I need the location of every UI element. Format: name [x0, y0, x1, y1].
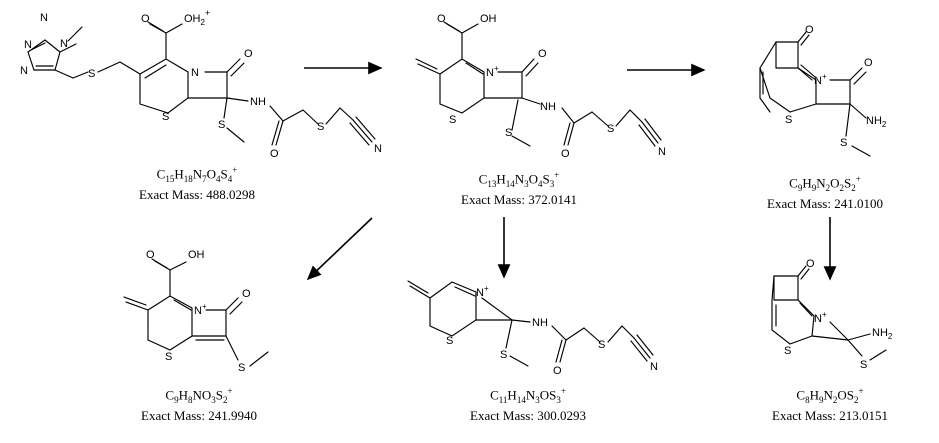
atom-O: O: [864, 57, 873, 69]
atom-N: N: [191, 67, 199, 79]
exact-mass-frag-241a: Exact Mass: 241.0100: [767, 195, 883, 211]
exact-mass-frag-300: Exact Mass: 300.0293: [470, 407, 586, 423]
atom-O: O: [242, 288, 251, 300]
atom-OH: OH: [480, 13, 497, 25]
atom-S: S: [162, 111, 169, 123]
structure-frag-300: N+ NH S S O S N: [407, 280, 658, 377]
atom-S: S: [218, 119, 225, 131]
atom-O: O: [244, 48, 253, 60]
atom-S: S: [598, 339, 605, 351]
exact-mass-frag-242: Exact Mass: 241.9940: [141, 407, 257, 423]
structure-frag-372: O OH N+ O NH S S O S N: [415, 13, 666, 160]
formula-frag-241a: C9H9N2O2S2+: [789, 174, 861, 193]
arrow-parent-to-242: [306, 217, 373, 281]
atom-N-plus: N+: [486, 64, 499, 79]
exact-mass-frag-213: Exact Mass: 213.0151: [772, 407, 888, 423]
atom-O: O: [553, 365, 562, 377]
atom-NH2: NH2: [866, 115, 887, 129]
atom-NH2: NH2: [872, 327, 893, 341]
atom-S: S: [449, 114, 456, 126]
atom-S: S: [317, 121, 324, 133]
atom-O: O: [805, 24, 814, 36]
atom-O: O: [270, 148, 279, 160]
atom-N-plus: N+: [814, 310, 827, 325]
exact-mass-frag-372: Exact Mass: 372.0141: [461, 191, 577, 207]
atom-N: N: [650, 361, 658, 373]
caption-parent: C15H18N7O4S4+ Exact Mass: 488.0298: [117, 163, 277, 202]
caption-frag-372: C13H14N3O4S3+ Exact Mass: 372.0141: [439, 168, 599, 207]
caption-frag-241a: C9H9N2O2S2+ Exact Mass: 241.0100: [745, 172, 905, 211]
atom-OH: OH: [188, 249, 205, 261]
atom-N: N: [658, 146, 666, 158]
atom-S: S: [860, 359, 867, 371]
atom-S: S: [607, 123, 614, 135]
formula-parent: C15H18N7O4S4+: [156, 165, 238, 184]
atom-N-plus: N+: [476, 284, 489, 299]
atom-O: O: [806, 258, 815, 270]
atom-N: N: [40, 12, 48, 24]
atom-OH2-plus: OH2+: [184, 8, 210, 27]
atom-O: O: [561, 148, 570, 160]
caption-frag-300: C11H14N3OS3+ Exact Mass: 300.0293: [448, 384, 608, 423]
atom-S: S: [500, 349, 507, 361]
atom-O: O: [437, 13, 446, 25]
atom-N: N: [24, 39, 32, 51]
atom-O: O: [141, 13, 150, 25]
atom-NH: NH: [250, 96, 266, 108]
atom-S: S: [840, 137, 847, 149]
atom-N: N: [374, 143, 382, 155]
atom-S: S: [785, 114, 792, 126]
formula-frag-300: C11H14N3OS3+: [490, 386, 566, 405]
atom-N: N: [20, 65, 28, 77]
atom-NH: NH: [540, 101, 556, 113]
atom-N-plus: N+: [194, 302, 207, 317]
atom-S: S: [784, 345, 791, 357]
formula-frag-242: C9H8NO3S2+: [165, 386, 233, 405]
atom-O: O: [538, 48, 547, 60]
atom-S: S: [165, 351, 172, 363]
atom-N-plus: N+: [814, 72, 827, 87]
atom-N: N: [60, 38, 68, 50]
atom-S: S: [88, 68, 95, 80]
formula-frag-372: C13H14N3O4S3+: [478, 170, 560, 189]
structure-frag-213: O N+ NH2 S S: [771, 258, 893, 371]
caption-frag-242: C9H8NO3S2+ Exact Mass: 241.9940: [119, 384, 279, 423]
atom-O: O: [146, 249, 155, 261]
formula-frag-213: C8H9N2OS2+: [796, 386, 864, 405]
structure-parent: N N N N S S O OH2+ N O NH S O S N: [20, 8, 382, 160]
atom-S: S: [446, 335, 453, 347]
atom-S: S: [505, 127, 512, 139]
atom-NH: NH: [532, 317, 548, 329]
exact-mass-parent: Exact Mass: 488.0298: [139, 186, 255, 202]
structure-frag-242: O OH N+ O S S: [123, 249, 269, 374]
structure-frag-241a: O N+ O S NH2 S: [759, 24, 887, 157]
caption-frag-213: C8H9N2OS2+ Exact Mass: 213.0151: [750, 384, 910, 423]
atom-S: S: [238, 362, 245, 374]
